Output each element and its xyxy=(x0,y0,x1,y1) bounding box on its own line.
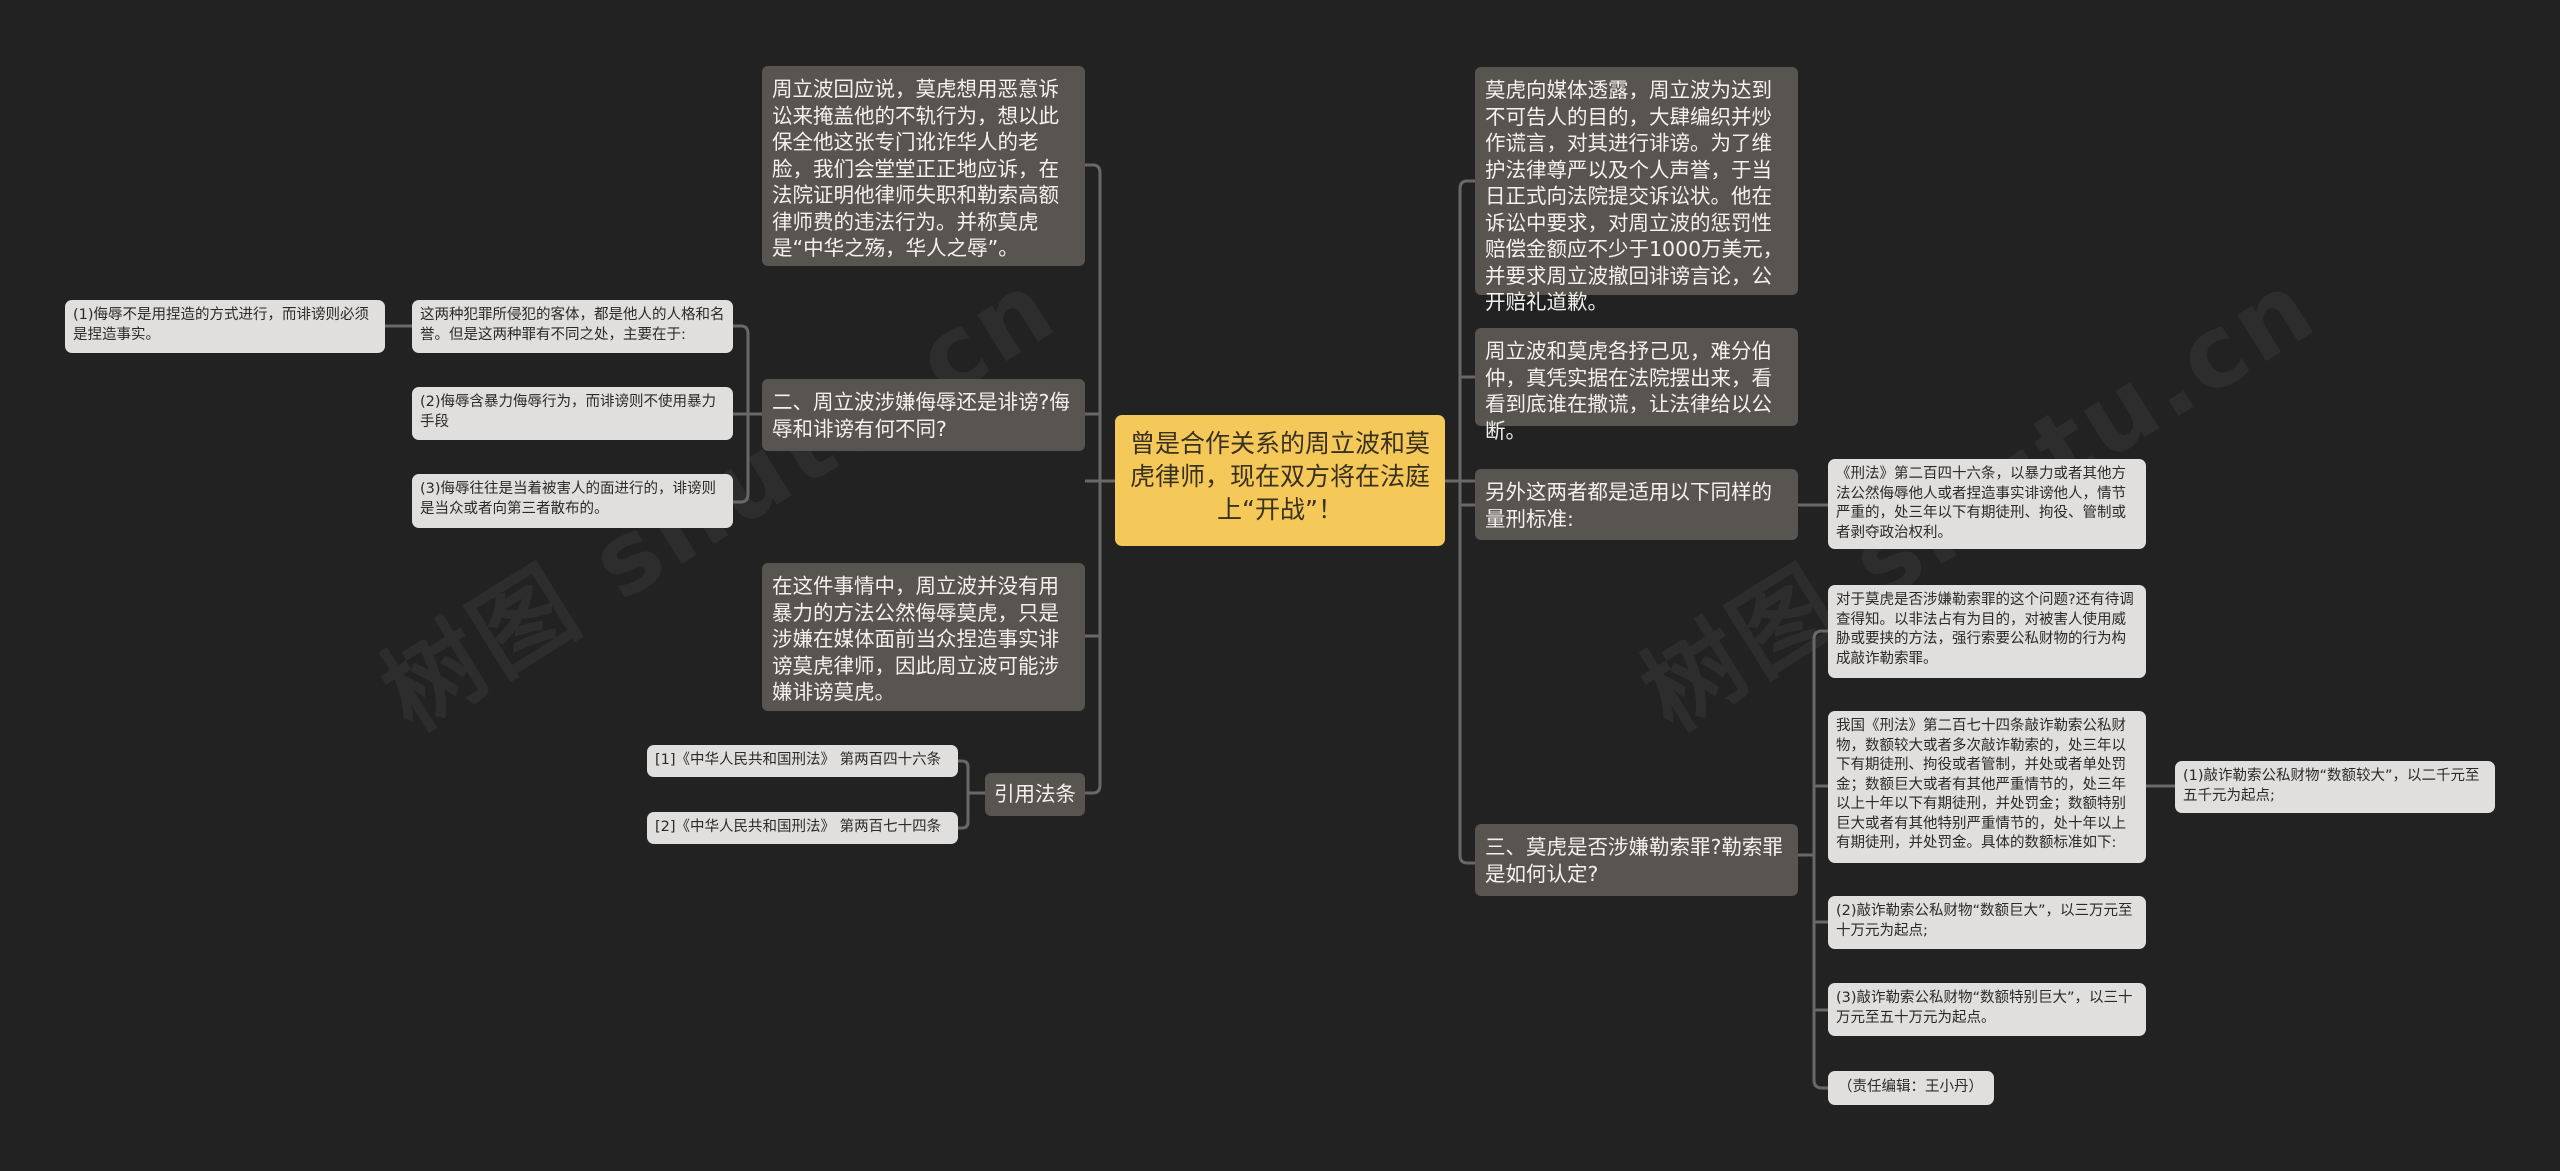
leaf-criminal-law-246[interactable]: 《刑法》第二百四十六条，以暴力或者其他方法公然侮辱他人或者捏造事实诽谤他人，情节… xyxy=(1828,459,2146,549)
leaf-text: 对于莫虎是否涉嫌勒索罪的这个问题?还有待调查得知。以非法占有为目的，对被害人使用… xyxy=(1836,592,2134,667)
branch-text: 二、周立波涉嫌侮辱还是诽谤?侮辱和诽谤有何不同? xyxy=(772,390,1070,441)
citation-text: [2]《中华人民共和国刑法》 第两百七十四条 xyxy=(655,819,942,835)
leaf-editor-credit[interactable]: （责任编辑：王小丹） xyxy=(1828,1071,1994,1105)
branch-mohu-statement[interactable]: 莫虎向媒体透露，周立波为达到不可告人的目的，大肆编织并炒作谎言，对其进行诽谤。为… xyxy=(1475,67,1798,314)
leaf-text: (3)敲诈勒索公私财物“数额特别巨大”，以三十万元至五十万元为起点。 xyxy=(1836,990,2133,1026)
root-topic[interactable]: 曾是合作关系的周立波和莫虎律师，现在双方将在法庭上“开战”！ xyxy=(1115,415,1445,546)
branch-analysis[interactable]: 在这件事情中，周立波并没有用暴力的方法公然侮辱莫虎，只是涉嫌在媒体面前当众捏造事… xyxy=(762,563,1085,711)
leaf-difference-1[interactable]: (1)侮辱不是用捏造的方式进行，而诽谤则必须是捏造事实。 xyxy=(65,300,385,353)
leaf-amount-huge[interactable]: (2)敲诈勒索公私财物“数额巨大”，以三万元至十万元为起点; xyxy=(1828,896,2146,949)
leaf-difference-2[interactable]: (2)侮辱含暴力侮辱行为，而诽谤则不使用暴力手段 xyxy=(412,387,733,440)
leaf-difference-3[interactable]: (3)侮辱往往是当着被害人的面进行的，诽谤则是当众或者向第三者散布的。 xyxy=(412,474,733,528)
leaf-text: 我国《刑法》第二百七十四条敲诈勒索公私财物，数额较大或者多次敲诈勒索的，处三年以… xyxy=(1836,718,2126,851)
leaf-text: (2)侮辱含暴力侮辱行为，而诽谤则不使用暴力手段 xyxy=(420,394,717,430)
branch-each-view[interactable]: 周立波和莫虎各抒己见，难分伯仲，真凭实据在法院摆出来，看看到底谁在撒谎，让法律给… xyxy=(1475,328,1798,443)
branch-citations[interactable]: 引用法条 xyxy=(985,773,1085,816)
leaf-insult-defamation-common[interactable]: 这两种犯罪所侵犯的客体，都是他人的人格和名誉。但是这两种罪有不同之处，主要在于: xyxy=(412,300,733,353)
branch-text: 三、莫虎是否涉嫌勒索罪?勒索罪是如何认定? xyxy=(1485,835,1783,886)
leaf-amount-especially-huge[interactable]: (3)敲诈勒索公私财物“数额特别巨大”，以三十万元至五十万元为起点。 xyxy=(1828,983,2146,1036)
branch-text: 在这件事情中，周立波并没有用暴力的方法公然侮辱莫虎，只是涉嫌在媒体面前当众捏造事… xyxy=(772,574,1059,704)
citation-item-1[interactable]: [1]《中华人民共和国刑法》 第两百四十六条 xyxy=(647,745,958,777)
leaf-extortion-definition[interactable]: 对于莫虎是否涉嫌勒索罪的这个问题?还有待调查得知。以非法占有为目的，对被害人使用… xyxy=(1828,585,2146,678)
branch-text: 莫虎向媒体透露，周立波为达到不可告人的目的，大肆编织并炒作谎言，对其进行诽谤。为… xyxy=(1485,78,1784,314)
leaf-text: (1)敲诈勒索公私财物“数额较大”，以二千元至五千元为起点; xyxy=(2183,768,2480,804)
branch-same-standard[interactable]: 另外这两者都是适用以下同样的量刑标准: xyxy=(1475,469,1798,540)
branch-zhou-response[interactable]: 周立波回应说，莫虎想用恶意诉讼来掩盖他的不轨行为，想以此保全他这张专门讹诈华人的… xyxy=(762,66,1085,266)
leaf-text: 这两种犯罪所侵犯的客体，都是他人的人格和名誉。但是这两种罪有不同之处，主要在于: xyxy=(420,307,725,343)
branch-section-two[interactable]: 二、周立波涉嫌侮辱还是诽谤?侮辱和诽谤有何不同? xyxy=(762,379,1085,451)
leaf-text: （责任编辑：王小丹） xyxy=(1838,1079,1983,1095)
branch-section-three[interactable]: 三、莫虎是否涉嫌勒索罪?勒索罪是如何认定? xyxy=(1475,824,1798,896)
branch-text: 引用法条 xyxy=(994,782,1076,806)
branch-text: 另外这两者都是适用以下同样的量刑标准: xyxy=(1485,480,1772,531)
branch-text: 周立波和莫虎各抒己见，难分伯仲，真凭实据在法院摆出来，看看到底谁在撒谎，让法律给… xyxy=(1485,339,1772,443)
citation-item-2[interactable]: [2]《中华人民共和国刑法》 第两百七十四条 xyxy=(647,812,958,844)
leaf-text: (3)侮辱往往是当着被害人的面进行的，诽谤则是当众或者向第三者散布的。 xyxy=(420,481,717,517)
leaf-text: (2)敲诈勒索公私财物“数额巨大”，以三万元至十万元为起点; xyxy=(1836,903,2133,939)
leaf-amount-large[interactable]: (1)敲诈勒索公私财物“数额较大”，以二千元至五千元为起点; xyxy=(2175,761,2495,813)
root-topic-text: 曾是合作关系的周立波和莫虎律师，现在双方将在法庭上“开战”！ xyxy=(1129,429,1430,524)
leaf-criminal-law-274[interactable]: 我国《刑法》第二百七十四条敲诈勒索公私财物，数额较大或者多次敲诈勒索的，处三年以… xyxy=(1828,711,2146,863)
leaf-text: (1)侮辱不是用捏造的方式进行，而诽谤则必须是捏造事实。 xyxy=(73,307,370,343)
branch-text: 周立波回应说，莫虎想用恶意诉讼来掩盖他的不轨行为，想以此保全他这张专门讹诈华人的… xyxy=(772,77,1059,260)
leaf-text: 《刑法》第二百四十六条，以暴力或者其他方法公然侮辱他人或者捏造事实诽谤他人，情节… xyxy=(1836,466,2126,541)
citation-text: [1]《中华人民共和国刑法》 第两百四十六条 xyxy=(655,752,942,768)
